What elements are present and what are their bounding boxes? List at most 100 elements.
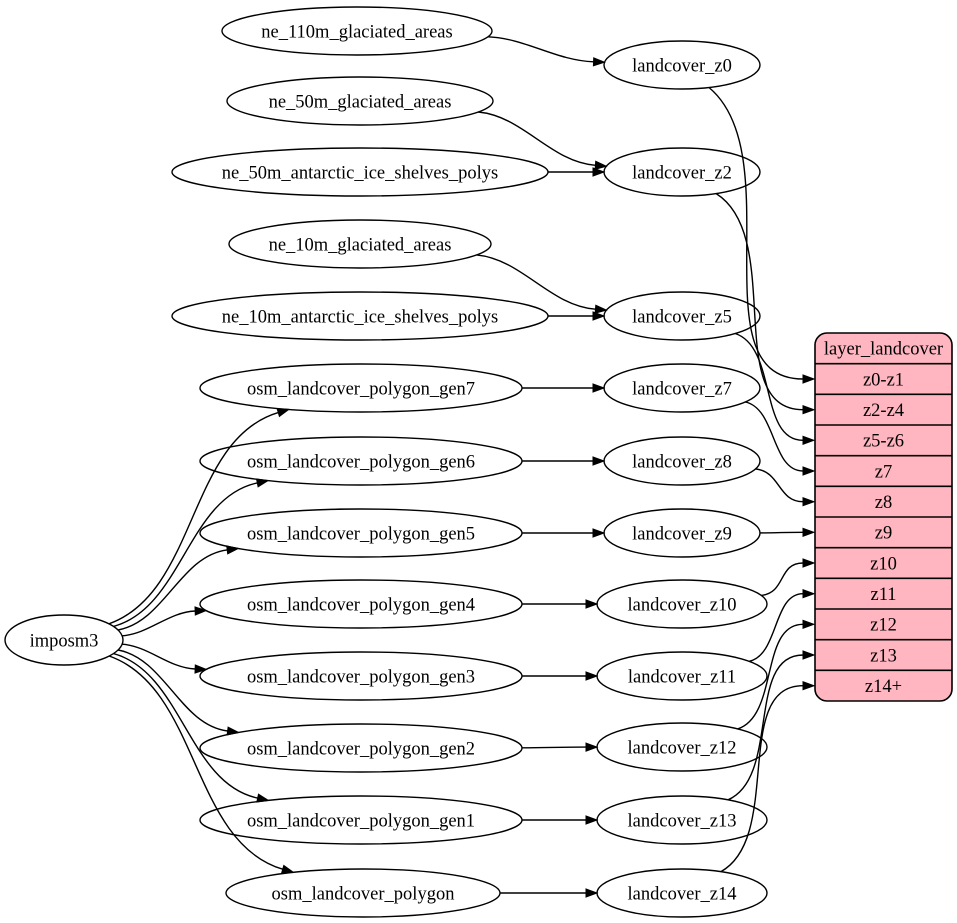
node-landcover_z10: landcover_z10 xyxy=(596,579,768,629)
edge-arrowhead-icon xyxy=(802,558,816,568)
node-label: landcover_z7 xyxy=(632,379,732,399)
edge-imposm3-to-osm_landcover_polygon_gen7 xyxy=(108,408,291,625)
edge-arrowhead-icon xyxy=(802,404,816,415)
node-label: osm_landcover_polygon_gen1 xyxy=(247,811,475,831)
edge-line xyxy=(476,254,596,310)
edge-ne_50m_glaciated_areas-to-landcover_z2 xyxy=(478,111,608,170)
edge-arrowhead-icon xyxy=(802,680,816,691)
edge-arrowhead-icon xyxy=(194,606,208,616)
table-row-label-z9: z9 xyxy=(875,524,892,544)
edge-arrowhead-icon xyxy=(802,496,816,507)
edge-landcover_z10-to-z10 xyxy=(761,558,816,597)
edge-line xyxy=(727,654,804,801)
edge-line xyxy=(715,193,804,411)
edge-line xyxy=(761,562,804,597)
edge-osm_landcover_polygon_gen1-to-landcover_z13 xyxy=(522,815,599,825)
table-row-label-z5-z6: z5-z6 xyxy=(863,432,904,452)
edge-arrowhead-icon xyxy=(585,888,599,898)
node-label: landcover_z9 xyxy=(632,524,732,544)
edge-imposm3-to-osm_landcover_polygon_gen3 xyxy=(122,643,208,674)
node-ellipse xyxy=(4,614,124,666)
node-label: ne_110m_glaciated_areas xyxy=(261,22,452,42)
edge-osm_landcover_polygon-to-landcover_z14 xyxy=(499,888,599,898)
node-landcover_z12: landcover_z12 xyxy=(596,722,768,772)
edge-ne_10m_glaciated_areas-to-landcover_z5 xyxy=(476,254,608,314)
node-label: ne_10m_glaciated_areas xyxy=(269,235,452,255)
edge-arrowhead-icon xyxy=(594,160,608,170)
edge-arrowhead-icon xyxy=(585,671,599,681)
edge-landcover_z14-to-z14+ xyxy=(720,680,816,873)
node-ellipse xyxy=(228,219,492,269)
node-label: osm_landcover_polygon_gen5 xyxy=(247,524,475,544)
node-label: landcover_z8 xyxy=(632,452,732,472)
edge-landcover_z0-to-z0-z1 xyxy=(708,86,816,384)
table-row-label-z8: z8 xyxy=(875,493,892,513)
edge-arrowhead-icon xyxy=(802,374,816,384)
node-landcover_z5: landcover_z5 xyxy=(603,291,761,341)
node-ellipse xyxy=(226,76,494,126)
edge-imposm3-to-osm_landcover_polygon_gen5 xyxy=(117,545,240,631)
edge-landcover_z7-to-z7 xyxy=(745,401,816,476)
edge-line xyxy=(720,685,804,873)
edge-line xyxy=(117,549,228,631)
edge-imposm3-to-osm_landcover_polygon_gen2 xyxy=(117,649,241,736)
edge-arrowhead-icon xyxy=(226,726,241,736)
edge-landcover_z5-to-z5-z6 xyxy=(734,332,816,446)
node-label: osm_landcover_polygon_gen2 xyxy=(247,739,475,759)
node-ne_110m_glaciated_areas: ne_110m_glaciated_areas xyxy=(221,6,493,56)
node-landcover_z14: landcover_z14 xyxy=(596,868,768,918)
edge-line xyxy=(122,610,196,637)
node-label: ne_50m_antarctic_ice_shelves_polys xyxy=(222,163,498,183)
node-label: osm_landcover_polygon_gen7 xyxy=(247,379,475,399)
edge-arrowhead-icon xyxy=(592,383,606,393)
edge-arrowhead-icon xyxy=(802,435,816,446)
node-osm_landcover_polygon_gen3: osm_landcover_polygon_gen3 xyxy=(199,651,523,701)
edge-arrowhead-icon xyxy=(280,864,295,874)
table-row-label-z2-z4: z2-z4 xyxy=(863,401,904,421)
node-label: ne_10m_antarctic_ice_shelves_polys xyxy=(222,307,498,327)
edge-line xyxy=(108,655,283,870)
edge-osm_landcover_polygon_gen5-to-landcover_z9 xyxy=(522,528,606,538)
edge-arrowhead-icon xyxy=(256,793,270,803)
node-label: landcover_z2 xyxy=(632,163,732,183)
edge-line xyxy=(487,36,594,63)
edge-line xyxy=(708,86,804,380)
edge-arrowhead-icon xyxy=(592,456,606,466)
edge-imposm3-to-osm_landcover_polygon xyxy=(108,655,295,874)
node-label: osm_landcover_polygon_gen3 xyxy=(247,667,475,687)
edge-line xyxy=(749,593,804,662)
edge-arrowhead-icon xyxy=(592,528,606,538)
edge-arrowhead-icon xyxy=(255,478,270,488)
table-title: layer_landcover xyxy=(824,340,943,360)
edge-landcover_z11-to-z11 xyxy=(749,588,816,662)
edge-line xyxy=(113,482,258,628)
node-osm_landcover_polygon_gen5: osm_landcover_polygon_gen5 xyxy=(199,508,523,558)
edge-line xyxy=(521,746,587,749)
edge-line xyxy=(113,652,258,799)
edge-line xyxy=(122,643,196,670)
edge-ne_10m_antarctic_ice_shelves_polys-to-landcover_z5 xyxy=(547,311,606,321)
edge-landcover_z9-to-z9 xyxy=(759,527,816,538)
table-row-label-z11: z11 xyxy=(870,585,896,605)
edge-line xyxy=(745,401,804,472)
node-landcover_z2: landcover_z2 xyxy=(603,147,761,197)
edge-ne_110m_glaciated_areas-to-landcover_z0 xyxy=(487,36,606,67)
edge-ne_50m_antarctic_ice_shelves_polys-to-landcover_z2 xyxy=(547,167,606,177)
edge-arrowhead-icon xyxy=(194,664,208,674)
node-landcover_z13: landcover_z13 xyxy=(596,795,768,845)
edge-arrowhead-icon xyxy=(585,599,599,609)
node-label: osm_landcover_polygon xyxy=(272,884,455,904)
table-row-label-z14+: z14+ xyxy=(865,677,902,697)
node-label: landcover_z13 xyxy=(628,811,737,831)
edge-arrowhead-icon xyxy=(592,311,606,321)
edge-line xyxy=(108,411,279,625)
node-landcover_z7: landcover_z7 xyxy=(603,363,761,413)
node-osm_landcover_polygon_gen4: osm_landcover_polygon_gen4 xyxy=(199,579,523,629)
node-osm_landcover_polygon_gen7: osm_landcover_polygon_gen7 xyxy=(199,363,523,413)
edge-landcover_z2-to-z2-z4 xyxy=(715,193,816,415)
edge-osm_landcover_polygon_gen4-to-landcover_z10 xyxy=(522,599,599,609)
edge-arrowhead-icon xyxy=(802,650,816,660)
node-label: landcover_z11 xyxy=(628,667,736,687)
edge-osm_landcover_polygon_gen2-to-landcover_z12 xyxy=(521,742,599,752)
